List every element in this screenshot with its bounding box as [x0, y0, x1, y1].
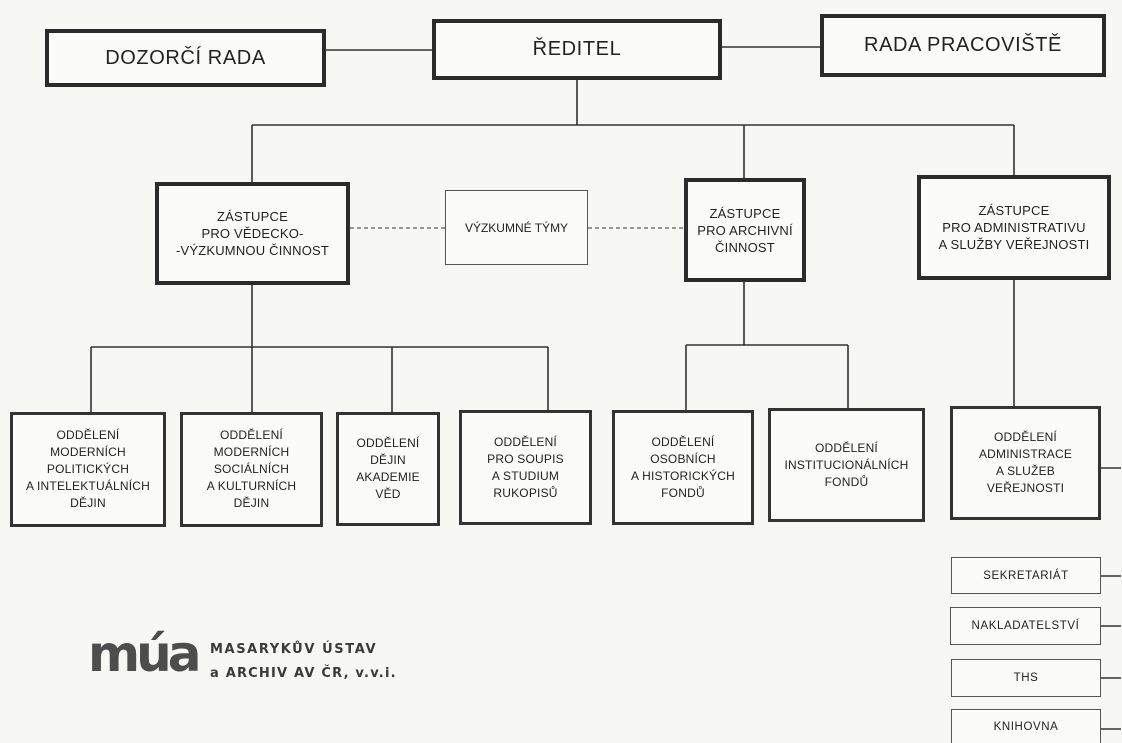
box-line: DĚJIN: [370, 453, 406, 467]
research-teams-box: VÝZKUMNÉ TÝMY: [445, 190, 588, 265]
department-social-box: ODDĚLENÍ MODERNÍCH SOCIÁLNÍCH A KULTURNÍ…: [180, 412, 323, 527]
box-line: ADMINISTRACE: [978, 447, 1073, 461]
administration-deputy-box: ZÁSTUPCE PRO ADMINISTRATIVU A SLUŽBY VEŘ…: [917, 175, 1111, 280]
workplace-council-box: RADA PRACOVIŠTĚ: [820, 14, 1106, 77]
supervisory-board-label: DOZORČÍ RADA: [105, 46, 266, 69]
box-line: FONDŮ: [824, 474, 869, 489]
box-line: ZÁSTUPCE: [978, 203, 1050, 218]
research-teams-label: VÝZKUMNÉ TÝMY: [464, 220, 569, 235]
box-line: PRO ARCHIVNÍ: [697, 222, 793, 238]
box-line: POLITICKÝCH: [46, 462, 130, 476]
unit-secretariat-box: SEKRETARIÁT: [951, 557, 1101, 594]
box-line: ODDĚLENÍ: [994, 430, 1057, 444]
unit-label: KNIHOVNA: [993, 720, 1059, 733]
department-personal-funds-box: ODDĚLENÍ OSOBNÍCH A HISTORICKÝCH FONDŮ: [612, 410, 754, 525]
archive-deputy-box: ZÁSTUPCE PRO ARCHIVNÍ ČINNOST: [684, 178, 806, 282]
box-line: ČINNOST: [715, 239, 775, 255]
unit-publishing-box: NAKLADATELSTVÍ: [950, 607, 1101, 645]
box-line: VĚD: [375, 487, 401, 501]
box-line: PRO SOUPIS: [487, 451, 564, 466]
box-line: ODDĚLENÍ: [651, 434, 715, 449]
logo-mark: múa: [88, 625, 201, 683]
box-line: A STUDIUM: [491, 468, 560, 483]
department-administration-box: ODDĚLENÍ ADMINISTRACE A SLUŽEB VEŘEJNOST…: [950, 406, 1101, 520]
box-line: SOCIÁLNÍCH: [213, 462, 290, 476]
unit-library-box: KNIHOVNA: [951, 709, 1101, 743]
box-line: INSTITUCIONÁLNÍCH: [784, 457, 909, 472]
box-line: MODERNÍCH: [213, 445, 290, 459]
department-manuscripts-box: ODDĚLENÍ PRO SOUPIS A STUDIUM RUKOPISŮ: [459, 410, 592, 525]
department-institutional-funds-box: ODDĚLENÍ INSTITUCIONÁLNÍCH FONDŮ: [768, 408, 925, 522]
box-line: A SLUŽBY VEŘEJNOSTI: [938, 237, 1090, 252]
box-line: ODDĚLENÍ: [220, 428, 283, 442]
unit-ths-box: THS: [951, 659, 1101, 697]
unit-label: SEKRETARIÁT: [983, 569, 1069, 582]
box-line: ZÁSTUPCE: [217, 209, 288, 224]
logo-name-line1: MASARYKŮV ÚSTAV: [210, 642, 378, 657]
unit-label: THS: [1013, 672, 1039, 684]
box-line: OSOBNÍCH: [650, 451, 716, 466]
director-box: ŘEDITEL: [432, 19, 722, 80]
box-line: ODDĚLENÍ: [56, 428, 120, 442]
box-line: ODDĚLENÍ: [356, 436, 420, 450]
box-line: A INTELEKTUÁLNÍCH: [25, 479, 151, 493]
institute-logo: múa MASARYKŮV ÚSTAV a ARCHIV AV ČR, v.v.…: [88, 624, 408, 688]
box-line: ODDĚLENÍ: [815, 440, 878, 455]
department-political-box: ODDĚLENÍ MODERNÍCH POLITICKÝCH A INTELEK…: [10, 412, 166, 527]
logo-name-line2: a ARCHIV AV ČR, v.v.i.: [210, 666, 397, 681]
unit-label: NAKLADATELSTVÍ: [971, 620, 1080, 632]
box-line: ODDĚLENÍ: [494, 434, 557, 449]
box-line: DĚJIN: [70, 496, 106, 510]
box-line: AKADEMIE: [356, 470, 420, 484]
box-line: A KULTURNÍCH: [206, 479, 297, 493]
director-label: ŘEDITEL: [532, 38, 622, 60]
box-line: VEŘEJNOSTI: [986, 481, 1065, 495]
box-line: A SLUŽEB: [996, 464, 1055, 478]
box-line: -VÝZKUMNOU ČINNOST: [175, 243, 330, 258]
supervisory-board-box: DOZORČÍ RADA: [45, 29, 326, 87]
box-line: PRO ADMINISTRATIVU: [942, 220, 1086, 235]
research-deputy-box: ZÁSTUPCE PRO VĚDECKO- -VÝZKUMNOU ČINNOST: [155, 182, 350, 285]
box-line: PRO VĚDECKO-: [201, 226, 304, 241]
box-line: RUKOPISŮ: [493, 485, 558, 500]
workplace-council-label: RADA PRACOVIŠTĚ: [864, 34, 1062, 56]
department-academy-box: ODDĚLENÍ DĚJIN AKADEMIE VĚD: [336, 412, 440, 526]
box-line: FONDŮ: [661, 485, 705, 500]
box-line: MODERNÍCH: [50, 445, 126, 459]
box-line: ZÁSTUPCE: [709, 205, 781, 221]
box-line: DĚJIN: [233, 496, 270, 510]
box-line: A HISTORICKÝCH: [631, 468, 735, 483]
